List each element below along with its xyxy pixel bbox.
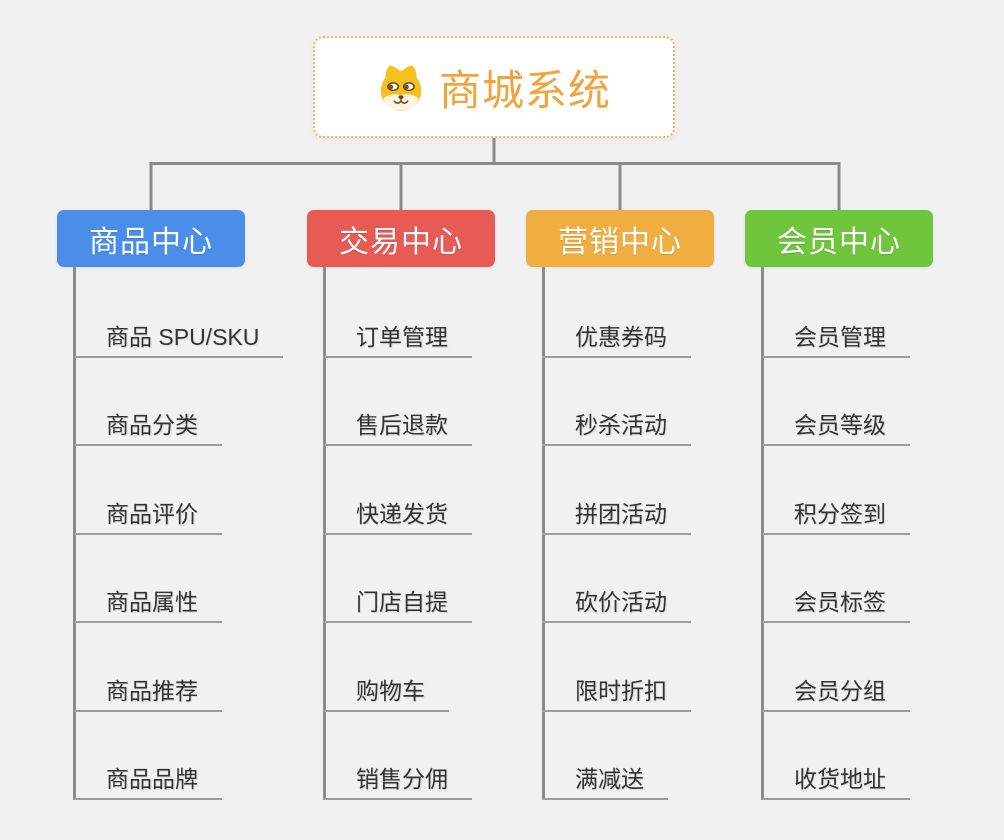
sub-topic[interactable]: 销售分佣	[323, 760, 472, 800]
sub-topic[interactable]: 商品属性	[73, 583, 222, 624]
sub-topic[interactable]: 快递发货	[323, 495, 472, 535]
branch-topic-label: 会员中心	[777, 225, 901, 259]
branch-group: 交易中心 订单管理售后退款快递发货门店自提购物车销售分佣	[307, 0, 495, 840]
dog-face-icon	[377, 62, 425, 112]
sub-topic[interactable]: 会员标签	[761, 583, 910, 624]
sub-topic[interactable]: 秒杀活动	[542, 406, 691, 447]
sub-topic[interactable]: 商品分类	[73, 406, 222, 447]
sub-topic[interactable]: 会员等级	[761, 406, 910, 447]
branch-topic[interactable]: 会员中心	[745, 210, 933, 267]
branch-group: 营销中心 优惠券码秒杀活动拼团活动砍价活动限时折扣满减送	[526, 0, 714, 840]
root-topic-label: 商城系统	[438, 66, 611, 114]
sub-topic[interactable]: 限时折扣	[542, 672, 691, 712]
branch-topic-label: 交易中心	[339, 225, 463, 259]
sub-topic[interactable]: 会员分组	[761, 672, 910, 712]
sub-topic[interactable]: 订单管理	[323, 318, 472, 358]
branch-topic-label: 营销中心	[558, 225, 682, 259]
branch-group: 会员中心 会员管理会员等级积分签到会员标签会员分组收货地址	[745, 0, 933, 840]
sub-topic[interactable]: 砍价活动	[542, 583, 691, 624]
sub-topic[interactable]: 收货地址	[761, 760, 910, 800]
branch-group: 商品中心 商品 SPU/SKU 商品分类商品评价商品属性商品推荐商品品牌	[57, 0, 284, 840]
sub-topic[interactable]: 积分签到	[761, 495, 910, 535]
branch-topic[interactable]: 交易中心	[307, 210, 495, 267]
sub-topic[interactable]: 会员管理	[761, 318, 910, 358]
branch-topic[interactable]: 营销中心	[526, 210, 714, 267]
branch-topic-label: 商品中心	[89, 225, 213, 259]
sub-topic[interactable]: 满减送	[542, 760, 668, 800]
sub-topic[interactable]: 商品评价	[73, 495, 222, 535]
sub-topic[interactable]: 商品推荐	[73, 672, 222, 712]
sub-topic[interactable]: 门店自提	[323, 583, 472, 624]
sub-topic[interactable]: 商品 SPU/SKU	[73, 318, 284, 358]
sub-topic[interactable]: 优惠券码	[542, 318, 691, 358]
branch-topic[interactable]: 商品中心	[57, 210, 245, 267]
root-topic[interactable]: 商城系统	[313, 36, 675, 138]
sub-topic[interactable]: 商品品牌	[73, 760, 222, 800]
sub-topic[interactable]: 购物车	[323, 672, 449, 712]
sub-topic[interactable]: 拼团活动	[542, 495, 691, 535]
sub-topic[interactable]: 售后退款	[323, 406, 472, 447]
